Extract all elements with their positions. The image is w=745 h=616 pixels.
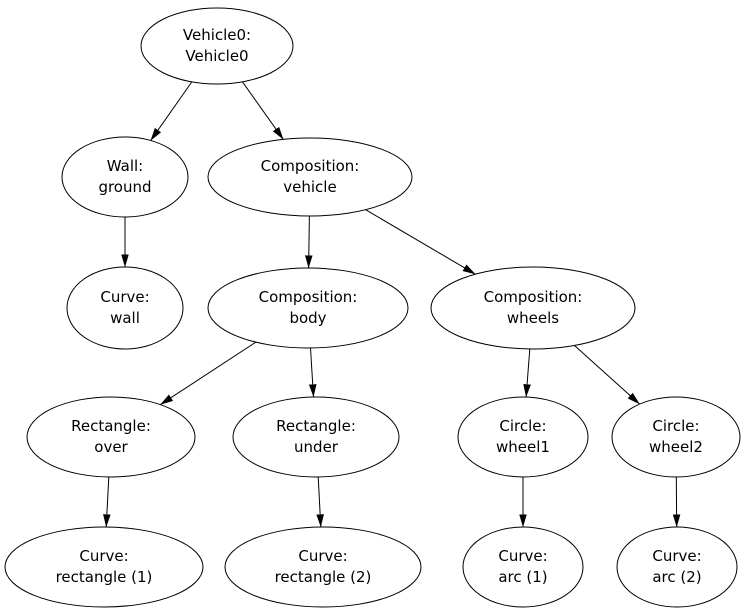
edge-composition-wheels-to-circle-wheel2 — [574, 345, 640, 405]
edge-composition-body-to-rectangle-under — [308, 347, 317, 398]
node-ellipse — [462, 526, 584, 608]
edge-composition-wheels-to-circle-wheel1 — [523, 348, 531, 398]
node-composition-body: Composition: body — [207, 267, 409, 349]
node-instance-label: arc (2) — [652, 568, 701, 586]
edge-vehicle0-to-wall-ground — [150, 81, 193, 141]
node-instance-label: over — [94, 438, 128, 456]
node-type-label: Curve: — [79, 547, 128, 565]
node-type-label: Curve: — [652, 547, 701, 565]
node-ellipse — [457, 396, 589, 478]
node-instance-label: ground — [98, 178, 151, 196]
node-type-label: Curve: — [498, 547, 547, 565]
edge-rectangle-over-to-curve-rectangle-1 — [103, 476, 111, 528]
node-type-label: Circle: — [499, 417, 546, 435]
node-curve-arc-1: Curve: arc (1) — [462, 526, 584, 608]
node-type-label: Curve: — [100, 288, 149, 306]
node-curve-arc-2: Curve: arc (2) — [616, 526, 738, 608]
node-instance-label: wall — [110, 309, 140, 327]
node-ellipse — [430, 266, 636, 350]
node-ellipse — [207, 137, 413, 217]
node-type-label: Circle: — [652, 417, 699, 435]
node-type-label: Vehicle0: — [183, 26, 251, 44]
node-type-label: Composition: — [261, 157, 360, 175]
node-circle-wheel1: Circle: wheel1 — [457, 396, 589, 478]
node-instance-label: wheels — [507, 309, 559, 327]
node-ellipse — [61, 136, 189, 218]
node-ellipse — [232, 396, 400, 478]
edge-composition-vehicle-to-composition-body — [304, 215, 313, 269]
node-instance-label: body — [289, 309, 326, 327]
node-type-label: Composition: — [259, 288, 358, 306]
node-instance-label: arc (1) — [498, 568, 547, 586]
node-curve-rectangle-2: Curve: rectangle (2) — [224, 526, 422, 608]
node-ellipse — [4, 526, 204, 608]
node-type-label: Composition: — [484, 288, 583, 306]
edges — [103, 81, 681, 528]
node-instance-label: wheel2 — [649, 438, 703, 456]
edge-vehicle0-to-composition-vehicle — [241, 81, 284, 140]
node-curve-rectangle-1: Curve: rectangle (1) — [4, 526, 204, 608]
node-wall-ground: Wall: ground — [61, 136, 189, 218]
node-instance-label: rectangle (2) — [275, 568, 372, 586]
node-ellipse — [611, 396, 741, 478]
edge-composition-vehicle-to-composition-wheels — [365, 209, 476, 275]
node-composition-wheels: Composition: wheels — [430, 266, 636, 350]
node-instance-label: wheel1 — [496, 438, 550, 456]
node-instance-label: vehicle — [283, 178, 336, 196]
node-type-label: Wall: — [107, 157, 143, 175]
node-composition-vehicle: Composition: vehicle — [207, 137, 413, 217]
node-ellipse — [66, 266, 184, 350]
node-ellipse — [616, 526, 738, 608]
node-curve-wall: Curve: wall — [66, 266, 184, 350]
node-ellipse — [26, 396, 196, 478]
node-instance-label: rectangle (1) — [56, 568, 153, 586]
node-rectangle-over: Rectangle: over — [26, 396, 196, 478]
edge-rectangle-under-to-curve-rectangle-2 — [316, 476, 324, 528]
node-type-label: Rectangle: — [276, 417, 356, 435]
node-ellipse — [207, 267, 409, 349]
node-ellipse — [140, 7, 294, 85]
node-type-label: Curve: — [298, 547, 347, 565]
node-instance-label: Vehicle0 — [185, 47, 248, 65]
edge-composition-body-to-rectangle-over — [160, 341, 257, 406]
node-circle-wheel2: Circle: wheel2 — [611, 396, 741, 478]
node-vehicle0: Vehicle0: Vehicle0 — [140, 7, 294, 85]
node-ellipse — [224, 526, 422, 608]
node-rectangle-under: Rectangle: under — [232, 396, 400, 478]
node-type-label: Rectangle: — [71, 417, 151, 435]
node-instance-label: under — [294, 438, 339, 456]
